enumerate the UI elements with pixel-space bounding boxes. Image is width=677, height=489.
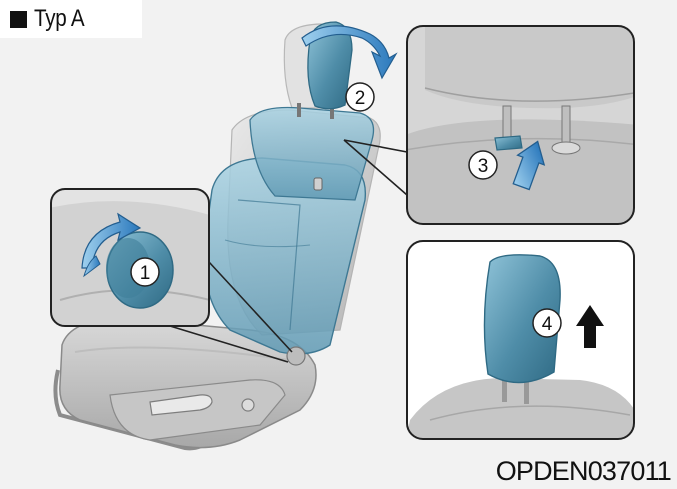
tilt-arrow-icon bbox=[301, 25, 398, 80]
step-marker-1: 1 bbox=[130, 257, 160, 287]
inset-release-button bbox=[406, 25, 635, 225]
figure-header: Typ A bbox=[0, 0, 142, 38]
figure-code: OPDEN037011 bbox=[495, 456, 672, 486]
seatback-highlighted bbox=[203, 21, 375, 355]
inset-recline-knob bbox=[50, 188, 210, 327]
up-arrow-icon bbox=[576, 305, 604, 348]
seat-base bbox=[53, 317, 317, 451]
step-marker-3: 3 bbox=[468, 150, 498, 180]
figure-title: Typ A bbox=[34, 5, 85, 32]
step-label-2: 2 bbox=[355, 88, 366, 109]
inset-lift-headrest bbox=[406, 240, 635, 440]
step-label-3: 3 bbox=[478, 156, 489, 177]
rotate-arrow-icon bbox=[81, 212, 142, 269]
step-label-4: 4 bbox=[542, 314, 553, 335]
push-arrow-icon bbox=[512, 140, 546, 191]
step-marker-4: 4 bbox=[532, 308, 562, 338]
step-marker-2: 2 bbox=[345, 82, 375, 112]
bullet-square-icon bbox=[10, 10, 27, 28]
step-label-1: 1 bbox=[140, 263, 151, 284]
